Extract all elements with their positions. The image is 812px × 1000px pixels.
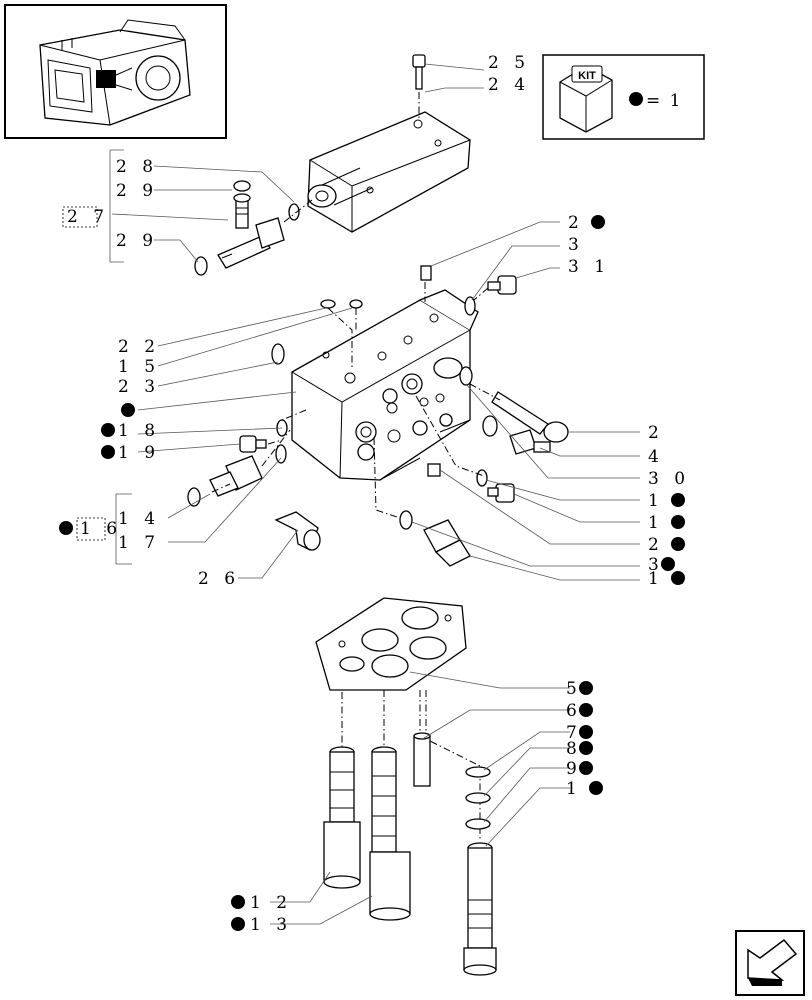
axis-line <box>373 383 501 519</box>
ring-9 <box>465 818 491 830</box>
kit-bullet <box>579 681 593 695</box>
kit-bullet <box>671 571 685 585</box>
kit-bullet <box>629 92 643 106</box>
label-29b: 2 9 <box>116 231 158 251</box>
tee-fitting-part <box>217 193 285 269</box>
next-page-arrow-icon[interactable] <box>735 930 805 996</box>
kit-bullet <box>579 725 593 739</box>
label-31: 3 1 <box>568 257 610 277</box>
kit-bullet <box>579 741 593 755</box>
label-17: 1 7 <box>118 533 160 553</box>
bolt-2 <box>491 391 569 443</box>
valve-cover-part <box>307 111 471 233</box>
label-16: 1 6 <box>80 519 122 539</box>
kit-bullet <box>231 917 245 931</box>
label-15: 1 5 <box>118 357 160 377</box>
kit-bullet <box>591 215 605 229</box>
o-ring-4a <box>482 415 498 437</box>
kit-legend: KIT = 1 <box>542 54 705 140</box>
o-ring-23 <box>271 343 285 365</box>
kit-bullet <box>579 703 593 717</box>
plug-31 <box>487 275 517 295</box>
o-ring-16 <box>275 444 287 464</box>
o-ring-28 <box>288 203 300 221</box>
kit-bullet <box>589 781 603 795</box>
axis-line <box>341 690 481 840</box>
label-5: 5 <box>566 679 582 699</box>
kit-bullet <box>671 537 685 551</box>
axis-line <box>283 199 313 223</box>
label-8: 8 <box>566 739 582 759</box>
kit-bullet <box>101 445 115 459</box>
label-12: 1 2 <box>250 893 292 913</box>
kit-bullet <box>59 521 73 535</box>
o-ring-15 <box>349 299 363 309</box>
kit-bullet <box>101 423 115 437</box>
spacer-plate-part <box>315 597 467 691</box>
valve-body-part <box>291 289 479 481</box>
label-25: 2 5 <box>488 53 530 73</box>
pin-6 <box>413 732 431 787</box>
gearbox-thumbnail-icon[interactable] <box>4 4 227 139</box>
fitting-4 <box>509 429 551 455</box>
label-14: 1 4 <box>118 509 160 529</box>
label-27: 2 7 <box>67 207 109 227</box>
o-ring-18b <box>476 469 488 487</box>
kit-bullet <box>121 403 135 417</box>
label-13: 1 3 <box>250 915 292 935</box>
plug-11 <box>423 519 471 567</box>
label-22: 2 2 <box>118 337 160 357</box>
spool-10 <box>463 842 497 976</box>
label-9: 9 <box>566 759 582 779</box>
label-26: 2 6 <box>198 569 240 589</box>
o-ring-3a <box>464 296 476 316</box>
plug-19b <box>487 483 515 503</box>
spool-12 <box>323 746 361 889</box>
label-7: 7 <box>566 723 582 743</box>
kit-bullet <box>661 557 675 571</box>
kit-bullet <box>671 515 685 529</box>
part-labels: 2 5 2 4 2 8 2 9 2 7 2 9 2 0 3 3 1 2 2 1 … <box>59 53 690 935</box>
kit-bullet <box>671 493 685 507</box>
label-box-27 <box>62 206 98 228</box>
o-ring-29b <box>194 256 208 276</box>
label-3a: 3 <box>568 235 584 255</box>
adapter-14 <box>209 455 263 497</box>
plug-20 <box>420 265 432 281</box>
label-24: 2 4 <box>488 75 530 95</box>
o-ring-22 <box>320 299 336 309</box>
kit-equals-text: = 1 <box>646 91 682 111</box>
o-ring-30 <box>459 366 473 386</box>
label-box-16 <box>76 517 106 541</box>
o-ring-29a <box>233 180 251 192</box>
kit-bullet <box>579 761 593 775</box>
label-19a: 1 9 <box>118 443 160 463</box>
plug-21 <box>427 463 441 477</box>
kit-tag: KIT <box>578 70 596 82</box>
label-2: 2 <box>648 423 664 443</box>
label-23: 2 3 <box>118 377 160 397</box>
label-29a: 2 9 <box>116 181 158 201</box>
label-18a: 1 8 <box>118 421 160 441</box>
label-6: 6 <box>566 701 582 721</box>
screw-25-part <box>412 54 426 90</box>
leader-lines <box>109 63 640 925</box>
label-30: 3 0 <box>648 469 690 489</box>
label-3b: 3 <box>648 555 664 575</box>
label-4: 4 <box>648 447 664 467</box>
axis-line <box>327 282 489 370</box>
ring-7 <box>465 766 491 778</box>
kit-bullet <box>231 895 245 909</box>
o-ring-3b <box>399 510 413 530</box>
plug-19a <box>239 435 267 453</box>
kit-box-icon: KIT <box>559 65 613 133</box>
spool-13 <box>369 746 411 921</box>
ring-8 <box>465 792 491 804</box>
label-28: 2 8 <box>116 157 158 177</box>
elbow-26 <box>274 511 321 551</box>
